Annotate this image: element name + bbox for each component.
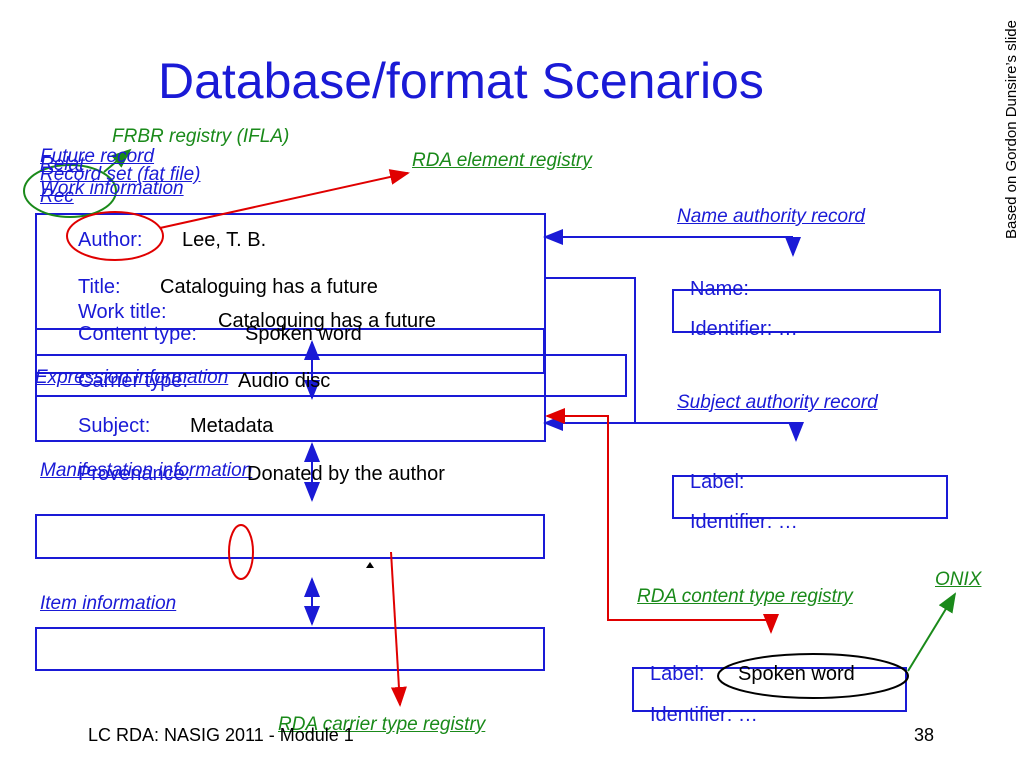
overlap-fragment-rec: Rec	[40, 186, 74, 207]
main-record-box	[35, 213, 546, 442]
carrier-ellipse	[228, 524, 254, 580]
rda-element-registry-label[interactable]: RDA element registry	[412, 150, 592, 171]
author-ellipse	[66, 211, 164, 261]
subject-identifier-label: Identifier: …	[690, 511, 798, 533]
work-title-label: Work title:	[78, 301, 167, 323]
work-box	[35, 328, 545, 374]
carrier-registry-arrow	[390, 551, 407, 707]
name-authority-box	[672, 289, 941, 333]
subject-auth-label: Label:	[690, 471, 745, 493]
footer-text: LC RDA: NASIG 2011 - Module 1	[88, 725, 354, 745]
author-label: Author:	[78, 229, 143, 251]
onix-label[interactable]: ONIX	[935, 569, 982, 590]
item-box	[35, 627, 545, 671]
manifestation-information-label[interactable]: Manifestation information	[40, 460, 253, 481]
subject-value: Metadata	[190, 415, 274, 437]
name-identifier-label: Identifier: …	[690, 318, 798, 340]
frbr-arrow	[103, 148, 132, 173]
item-information-label[interactable]: Item information	[40, 593, 177, 614]
name-label: Name:	[690, 278, 749, 300]
carrier-type-value: Audio disc	[238, 370, 331, 392]
record-ellipse	[23, 164, 117, 218]
work-title-value: Cataloguing has a future	[218, 310, 436, 332]
element-registry-arrow	[159, 169, 410, 229]
work-information-label[interactable]: Work information	[40, 178, 184, 199]
frbr-registry-label: FRBR registry (IFLA)	[112, 126, 290, 147]
subject-label: Subject:	[78, 415, 151, 437]
carrier-type-label: Carrier type:	[78, 370, 189, 392]
manifestation-box	[35, 514, 545, 559]
name-authority-record-label[interactable]: Name authority record	[677, 206, 865, 227]
provenance-label: Provenance:	[78, 463, 191, 485]
subject-authority-record-label[interactable]: Subject authority record	[677, 392, 878, 413]
onix-arrow	[907, 592, 957, 672]
overlap-fragment-relat: Relat	[40, 154, 85, 175]
future-record-label[interactable]: Future record	[40, 146, 155, 167]
expression-box	[35, 354, 627, 397]
author-value: Lee, T. B.	[182, 229, 267, 251]
expression-information-label[interactable]: Expression information	[35, 367, 229, 388]
content-entry-label: Label:	[650, 663, 705, 685]
provenance-value: Donated by the author	[247, 463, 445, 485]
slide-title: Database/format Scenarios	[158, 53, 764, 109]
content-type-label: Content type:	[78, 323, 197, 345]
record-set-label[interactable]: Record set (fat file)	[40, 164, 201, 185]
spoken-word-ellipse	[717, 653, 909, 699]
page-number: 38	[914, 725, 935, 745]
content-entry-value: Spoken word	[738, 663, 855, 685]
title-value: Cataloguing has a future	[160, 276, 378, 298]
content-entry-identifier: Identifier: …	[650, 704, 758, 726]
subject-authority-box	[672, 475, 948, 519]
content-type-box	[632, 667, 907, 712]
content-type-value: Spoken word	[245, 323, 362, 345]
title-label: Title:	[78, 276, 121, 298]
rda-content-type-registry-label[interactable]: RDA content type registry	[637, 586, 853, 607]
rda-carrier-type-registry-label[interactable]: RDA carrier type registry	[278, 714, 486, 735]
